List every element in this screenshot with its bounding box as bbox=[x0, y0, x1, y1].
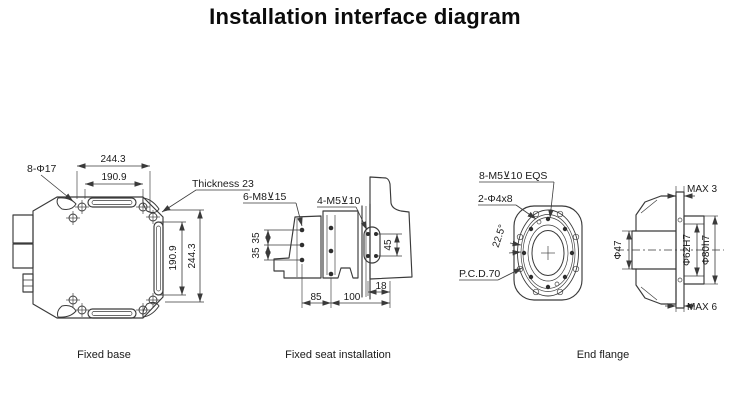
base-slots bbox=[87, 197, 164, 319]
label-bolts: 8-M5⊻10 EQS bbox=[479, 170, 547, 182]
dim-inner-width: 190.9 bbox=[101, 172, 126, 183]
label-holes: 8-Φ17 bbox=[27, 163, 57, 175]
label-pins: 2-Φ4x8 bbox=[478, 193, 513, 205]
dim-offset: 18 bbox=[375, 281, 387, 292]
caption-end-flange: End flange bbox=[577, 349, 630, 361]
dim-inner-height: 190.9 bbox=[168, 245, 179, 270]
side-dimensions: Φ47 Φ62H7 Φ80h7 MAX 3 MAX 6 bbox=[613, 184, 718, 313]
dim-outer-height: 244.3 bbox=[187, 243, 198, 268]
caption-fixed-seat: Fixed seat installation bbox=[285, 349, 391, 361]
seat-middle-block bbox=[322, 210, 359, 279]
page-title: Installation interface diagram bbox=[209, 4, 521, 29]
dim-max-bottom: MAX 6 bbox=[687, 302, 717, 313]
dim-pitch-a: 35 bbox=[251, 232, 262, 244]
caption-fixed-base: Fixed base bbox=[77, 349, 131, 361]
label-thickness: Thickness 23 bbox=[192, 178, 254, 190]
fixed-base-drawing: 244.3 190.9 190.9 244.3 8-Φ17 Thickness … bbox=[12, 154, 254, 361]
fixed-seat-drawing: 35 35 45 85 100 18 6-M8⊻15 4-M5 bbox=[243, 176, 413, 361]
end-flange-drawing: 8-M5⊻10 EQS 2-Φ4x8 22.5° P.C.D.70 bbox=[459, 170, 724, 361]
dim-bolt-spacing: 45 bbox=[383, 239, 394, 251]
label-angle: 22.5° bbox=[491, 223, 509, 249]
dim-shaft: Φ47 bbox=[613, 240, 624, 260]
dim-max-top: MAX 3 bbox=[687, 184, 717, 195]
dim-span-right: 100 bbox=[344, 292, 361, 303]
base-side-connectors bbox=[12, 214, 34, 293]
flange-pin-holes bbox=[536, 219, 560, 287]
dim-span-left: 85 bbox=[310, 292, 322, 303]
dim-bore: Φ62H7 bbox=[682, 234, 693, 266]
base-corner-ears bbox=[56, 197, 160, 318]
flange-center-mark bbox=[541, 246, 555, 260]
seat-bolt-plate bbox=[363, 226, 381, 264]
label-left-screws: 6-M8⊻15 bbox=[243, 191, 286, 203]
seat-mounting-plate bbox=[361, 203, 371, 300]
seat-screw-points bbox=[299, 225, 334, 277]
base-mounting-holes bbox=[66, 200, 160, 317]
dim-pitch-b: 35 bbox=[251, 247, 262, 259]
base-dimensions: 244.3 190.9 190.9 244.3 8-Φ17 Thickness … bbox=[27, 154, 254, 303]
seat-motor-block bbox=[273, 215, 322, 279]
dim-outer-width: 244.3 bbox=[100, 154, 125, 165]
flange-side-view bbox=[616, 191, 724, 309]
side-spigot bbox=[683, 215, 705, 285]
dim-spigot: Φ80h7 bbox=[701, 234, 712, 265]
base-plate-outline bbox=[32, 196, 164, 319]
label-right-screws: 4-M5⊻10 bbox=[317, 195, 360, 207]
seat-dimensions: 35 35 45 85 100 18 6-M8⊻15 4-M5 bbox=[243, 191, 402, 308]
seat-bracket-outline bbox=[369, 176, 413, 280]
label-pcd: P.C.D.70 bbox=[459, 268, 500, 280]
flange-callouts: 8-M5⊻10 EQS 2-Φ4x8 22.5° P.C.D.70 bbox=[459, 170, 555, 281]
